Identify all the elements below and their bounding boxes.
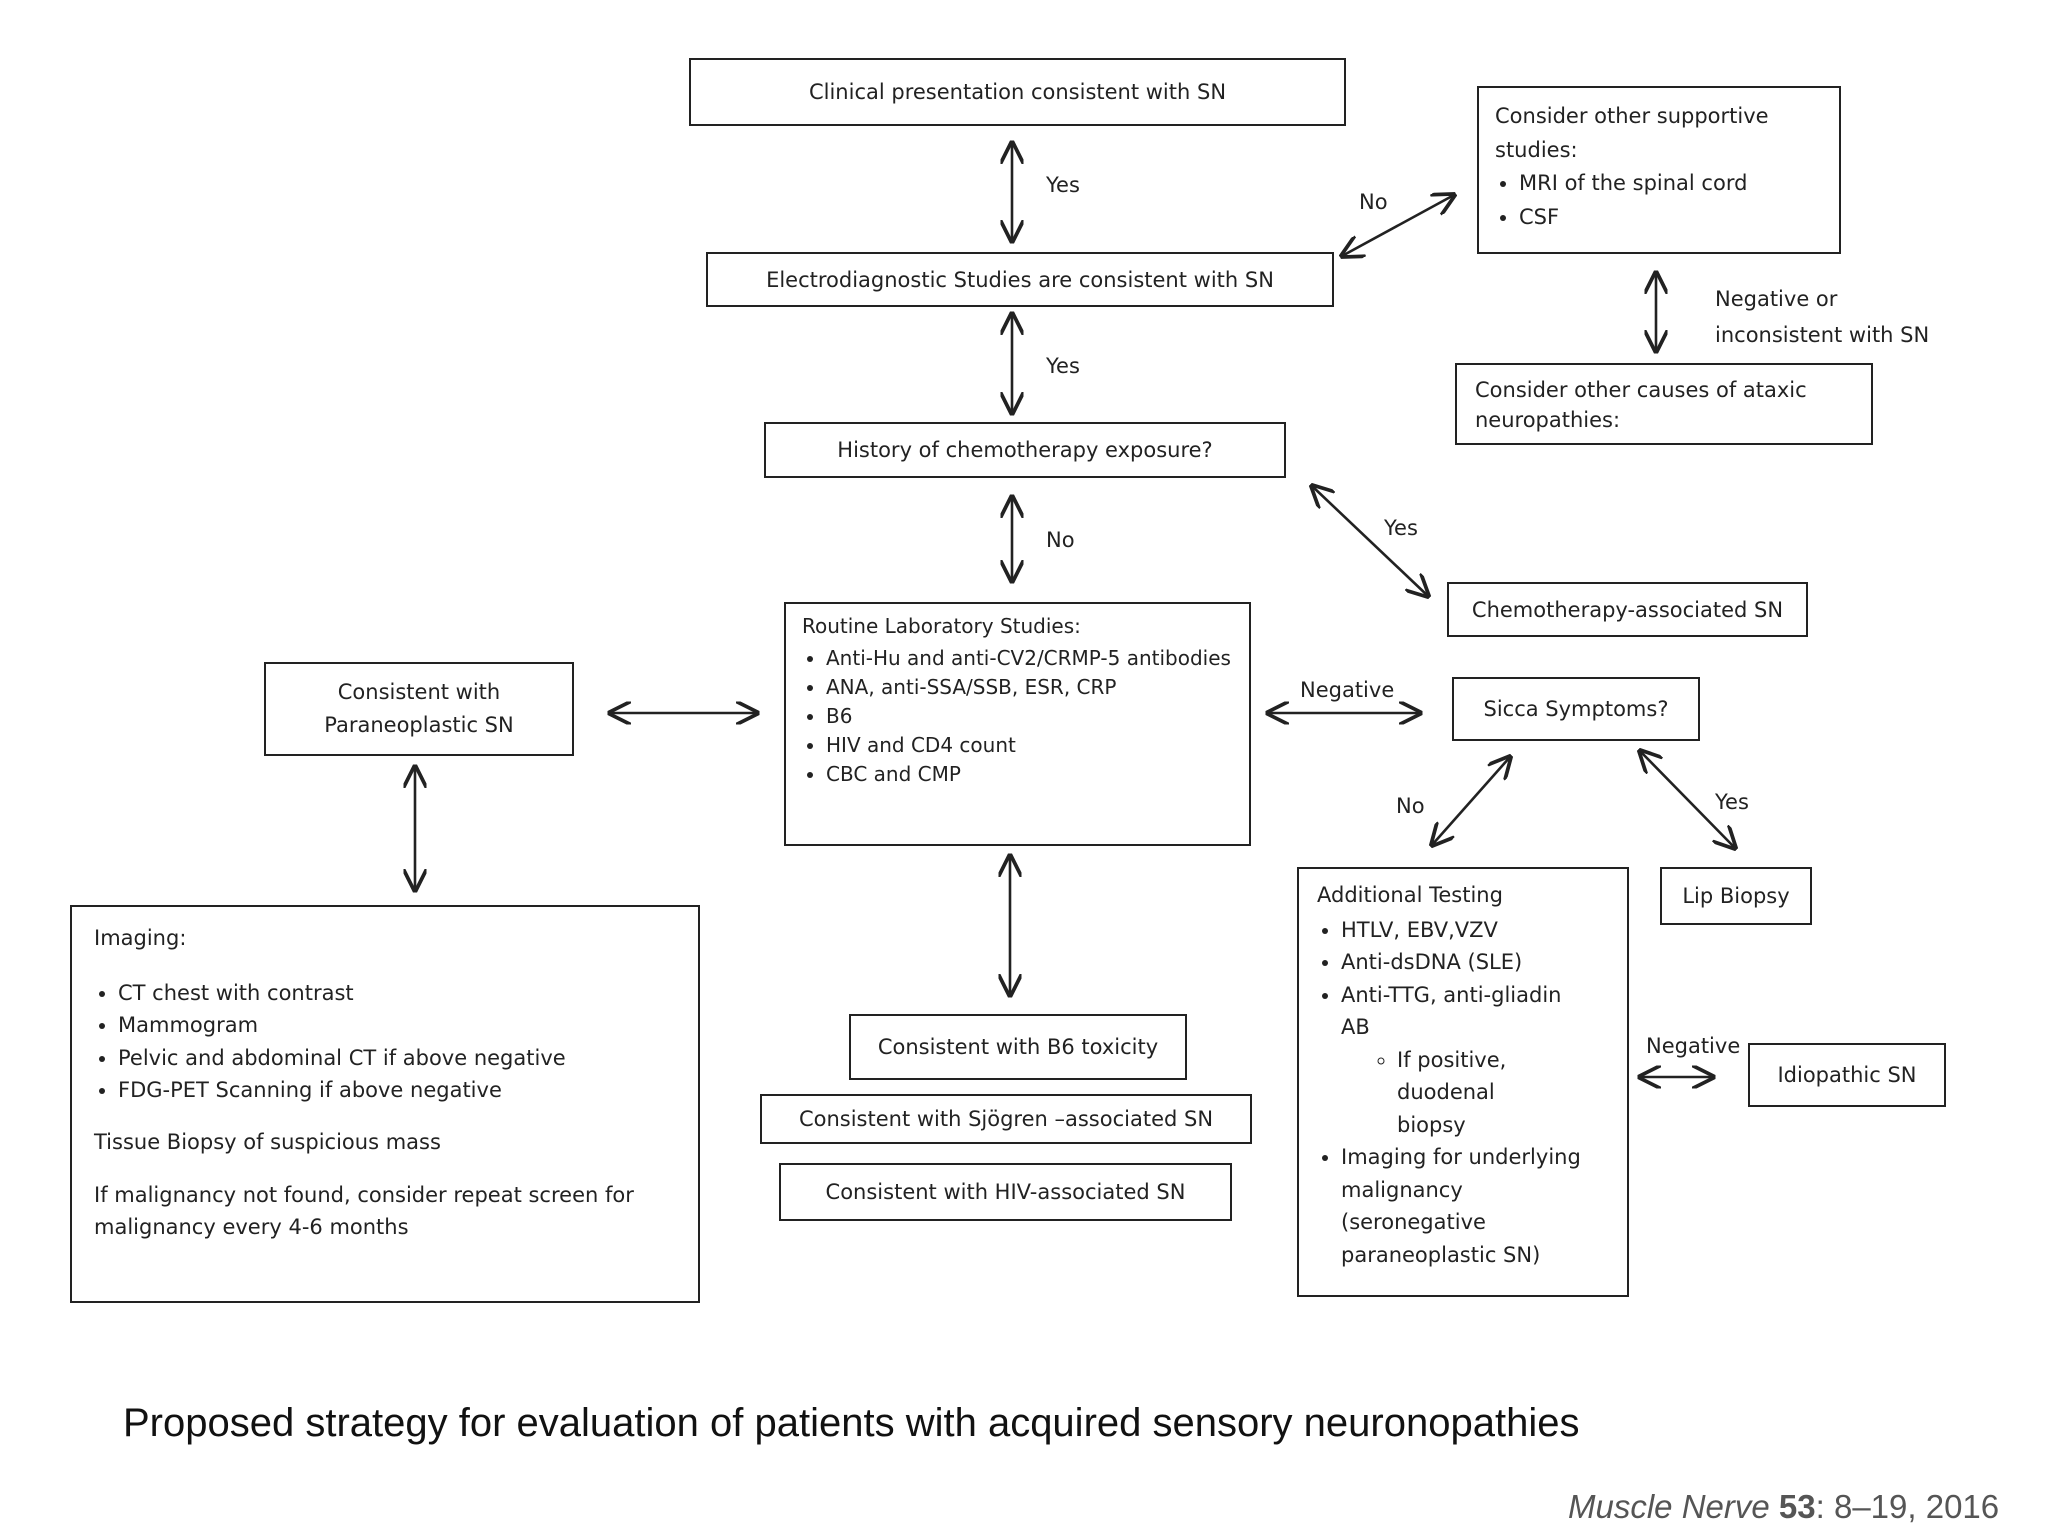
list-item: ANA, anti-SSA/SSB, ESR, CRP	[826, 673, 1233, 702]
clinical-presentation-box: Clinical presentation consistent with SN	[689, 58, 1346, 126]
figure-caption: Proposed strategy for evaluation of pati…	[123, 1401, 1580, 1445]
sicca-symptoms-box: Sicca Symptoms?	[1452, 677, 1700, 741]
yes-label-clinical: Yes	[1046, 173, 1080, 197]
no-label-sicca: No	[1396, 794, 1425, 818]
repeat-screen-text: If malignancy not found, consider repeat…	[94, 1183, 634, 1239]
list-item: CSF	[1519, 201, 1823, 235]
idiopathic-sn-box: Idiopathic SN	[1748, 1043, 1946, 1107]
routine-lab-box: Routine Laboratory Studies: Anti-Hu and …	[784, 602, 1251, 846]
additional-testing-title: Additional Testing	[1317, 883, 1503, 907]
chemo-history-box: History of chemotherapy exposure?	[764, 422, 1286, 478]
citation-volume: 53	[1778, 1488, 1816, 1525]
arrow-chemohistory-chemosn	[1312, 486, 1428, 596]
yes-label-sicca: Yes	[1715, 790, 1749, 814]
negative-label-idiopathic: Negative	[1646, 1034, 1741, 1058]
electrodiagnostic-box: Electrodiagnostic Studies are consistent…	[706, 252, 1334, 307]
list-item: FDG-PET Scanning if above negative	[118, 1074, 676, 1107]
chemo-associated-sn-box: Chemotherapy-associated SN	[1447, 582, 1808, 637]
b6-toxicity-box: Consistent with B6 toxicity	[849, 1014, 1187, 1080]
supportive-studies-list: MRI of the spinal cord CSF	[1495, 167, 1823, 234]
citation: Muscle Nerve 53: 8–19, 2016	[1568, 1488, 1999, 1526]
list-item: Anti-TTG, anti-gliadin AB If positive, d…	[1341, 979, 1581, 1142]
other-causes-box: Consider other causes of ataxic neuropat…	[1455, 363, 1873, 445]
negative-inconsistent-label: Negative or inconsistent with SN	[1715, 287, 1930, 347]
additional-testing-list: HTLV, EBV,VZV Anti-dsDNA (SLE) Anti-TTG,…	[1317, 914, 1609, 1272]
list-item: CBC and CMP	[826, 760, 1233, 789]
lip-biopsy-box: Lip Biopsy	[1660, 867, 1812, 925]
paraneoplastic-sn-box: Consistent with Paraneoplastic SN	[264, 662, 574, 756]
list-item: Pelvic and abdominal CT if above negativ…	[118, 1042, 676, 1075]
imaging-title: Imaging:	[94, 926, 187, 950]
sjogren-sn-box: Consistent with Sjögren –associated SN	[760, 1094, 1252, 1144]
no-label-chemo: No	[1046, 528, 1075, 552]
list-item: Mammogram	[118, 1009, 676, 1042]
list-item: HTLV, EBV,VZV	[1341, 914, 1609, 947]
list-item: MRI of the spinal cord	[1519, 167, 1823, 201]
hiv-sn-box: Consistent with HIV-associated SN	[779, 1163, 1232, 1221]
list-item: HIV and CD4 count	[826, 731, 1233, 760]
negative-label-sicca: Negative	[1300, 678, 1395, 702]
list-item: CT chest with contrast	[118, 977, 676, 1010]
citation-journal: Muscle Nerve	[1568, 1488, 1770, 1525]
supportive-studies-title: Consider other supportive studies:	[1495, 104, 1769, 162]
list-item: Imaging for underlying malignancy (seron…	[1341, 1141, 1601, 1271]
list-item: B6	[826, 702, 1233, 731]
tissue-biopsy-text: Tissue Biopsy of suspicious mass	[94, 1129, 441, 1154]
list-item-text: Anti-TTG, anti-gliadin AB	[1341, 982, 1562, 1040]
routine-lab-list: Anti-Hu and anti-CV2/CRMP-5 antibodies A…	[802, 644, 1233, 789]
list-item: Anti-Hu and anti-CV2/CRMP-5 antibodies	[826, 644, 1233, 673]
imaging-list: CT chest with contrast Mammogram Pelvic …	[94, 977, 676, 1107]
list-item: Anti-dsDNA (SLE)	[1341, 946, 1609, 979]
additional-testing-box: Additional Testing HTLV, EBV,VZV Anti-ds…	[1297, 867, 1629, 1297]
list-subitem: If positive, duodenal biopsy	[1397, 1044, 1527, 1142]
arrow-electro-supportive	[1342, 195, 1454, 256]
imaging-box: Imaging: CT chest with contrast Mammogra…	[70, 905, 700, 1303]
arrow-sicca-additional	[1432, 757, 1510, 845]
no-label-supportive: No	[1359, 190, 1388, 214]
yes-label-chemo-sn: Yes	[1384, 516, 1418, 540]
yes-label-electro: Yes	[1046, 354, 1080, 378]
routine-lab-title: Routine Laboratory Studies:	[802, 614, 1081, 638]
citation-pages-year: : 8–19, 2016	[1815, 1488, 2000, 1525]
supportive-studies-box: Consider other supportive studies: MRI o…	[1477, 86, 1841, 254]
arrow-sicca-lipbiopsy	[1640, 751, 1735, 848]
